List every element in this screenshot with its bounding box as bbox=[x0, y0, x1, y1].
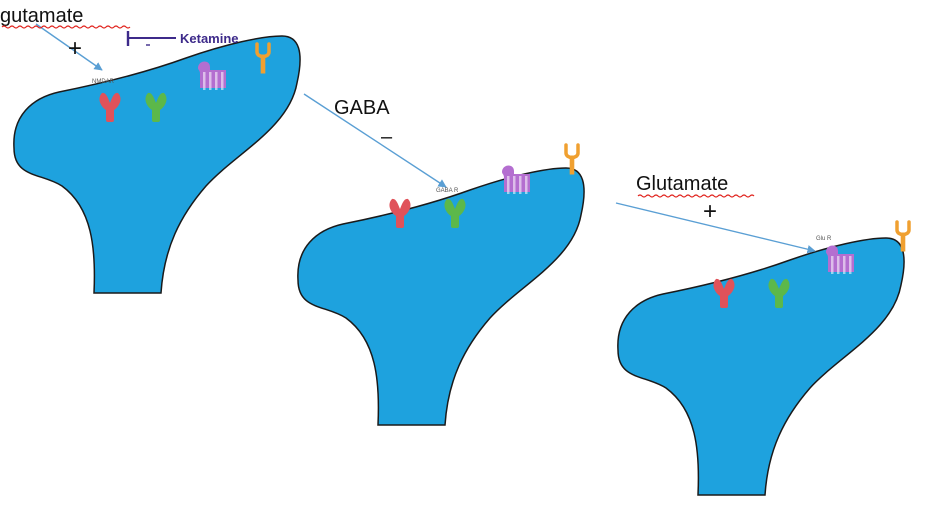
ketamine-label: Ketamine bbox=[180, 31, 239, 46]
plus-sign-right: + bbox=[703, 198, 717, 225]
spine-2 bbox=[298, 145, 584, 425]
glutamate-right-label: Glutamate bbox=[636, 173, 728, 195]
spine-1 bbox=[14, 36, 300, 293]
ketamine-inhibition-arrow bbox=[128, 31, 176, 46]
glutamate-top-label: gutamate bbox=[0, 5, 83, 27]
spine-3-body bbox=[618, 238, 904, 495]
spellcheck-squiggle-2 bbox=[638, 195, 754, 197]
spine-2-body bbox=[298, 168, 584, 425]
minus-sign: – bbox=[381, 126, 393, 148]
gaba-r-label: GABA R bbox=[436, 188, 459, 194]
purple-receptor-2 bbox=[502, 165, 530, 194]
spellcheck-squiggle-1 bbox=[2, 26, 130, 28]
glu-r-label: Glu R bbox=[816, 236, 832, 242]
nmdar-label: NMDAR bbox=[92, 79, 115, 85]
spine-3 bbox=[618, 222, 909, 495]
plus-sign-top: + bbox=[68, 35, 82, 62]
gaba-label: GABA bbox=[334, 97, 390, 119]
spine-1-body bbox=[14, 36, 300, 293]
